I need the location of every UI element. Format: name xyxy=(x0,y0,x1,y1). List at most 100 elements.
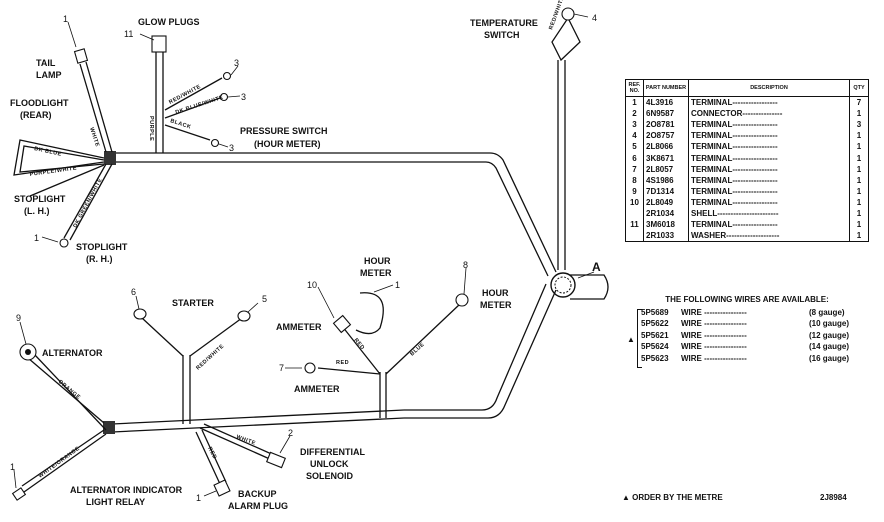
label-temperature-switch-1: TEMPERATURE xyxy=(470,18,538,28)
order-by-metre-marker: ▲ xyxy=(627,335,635,344)
wire-part-number: 5P5623 xyxy=(641,353,669,363)
description-cell: TERMINAL----------------- xyxy=(688,152,850,164)
ref-cell: 8 xyxy=(625,174,644,186)
label-view-a: A xyxy=(592,260,601,274)
part-number-cell: 3M6018 xyxy=(643,219,689,231)
wire-label-orange: ORANGE xyxy=(57,379,82,401)
qty-cell: 1 xyxy=(849,108,869,120)
description-cell: TERMINAL----------------- xyxy=(688,185,850,197)
label-hour-meter-b-2: METER xyxy=(480,300,512,310)
callout-1-backup: 1 xyxy=(196,493,201,503)
left-lamp-branches xyxy=(13,21,113,248)
glow-plug-branch xyxy=(139,33,241,153)
qty-cell: 1 xyxy=(849,230,869,243)
callout-9: 9 xyxy=(16,313,21,323)
description-cell: SHELL----------------------- xyxy=(688,207,850,220)
wire-bracket xyxy=(637,309,642,368)
callout-numbers: 1 11 3 3 3 4 1 6 5 10 1 8 9 7 2 1 1 xyxy=(10,13,597,503)
label-backup-alarm-2: ALARM PLUG xyxy=(228,501,288,511)
qty-cell: 1 xyxy=(849,163,869,175)
label-pressure-switch-2: (HOUR METER) xyxy=(254,139,321,149)
wire-gauge: (8 gauge) xyxy=(809,308,845,317)
label-differential-1: DIFFERENTIAL xyxy=(300,447,365,457)
label-glow-plugs: GLOW PLUGS xyxy=(138,17,200,27)
header-description: DESCRIPTION xyxy=(688,79,850,97)
part-number-cell: 4S1986 xyxy=(643,174,689,186)
component-labels: GLOW PLUGS TAIL LAMP FLOODLIGHT (REAR) S… xyxy=(10,17,601,511)
wire-label-purple: PURPLE xyxy=(148,116,154,141)
callout-6: 6 xyxy=(131,287,136,297)
label-alt-relay-1: ALTERNATOR INDICATOR xyxy=(70,485,183,495)
callout-8: 8 xyxy=(463,260,468,270)
callout-3a: 3 xyxy=(234,58,239,68)
label-stoplight-lh-1: STOPLIGHT xyxy=(14,194,66,204)
ref-cell: 11 xyxy=(625,219,644,231)
wire-label-black: BLACK xyxy=(169,118,192,130)
view-a-clamp xyxy=(550,271,609,300)
callout-7: 7 xyxy=(279,363,284,373)
wire-row: 5P5689 WIRE ---------------- (8 gauge) xyxy=(625,307,869,318)
description-cell: TERMINAL----------------- xyxy=(688,141,850,153)
callout-4: 4 xyxy=(592,13,597,23)
wires-heading: THE FOLLOWING WIRES ARE AVAILABLE: xyxy=(665,295,829,304)
part-number-cell: 2O8781 xyxy=(643,119,689,131)
alternator-branch xyxy=(11,321,107,501)
starter-branch xyxy=(133,295,259,424)
callout-1-relay: 1 xyxy=(10,462,15,472)
label-stoplight-lh-2: (L. H.) xyxy=(24,206,50,216)
available-wires: THE FOLLOWING WIRES ARE AVAILABLE: ▲ 5P5… xyxy=(625,295,869,368)
label-stoplight-rh-1: STOPLIGHT xyxy=(76,242,128,252)
qty-cell: 1 xyxy=(849,141,869,153)
qty-cell: 1 xyxy=(849,174,869,186)
part-number-cell: 2R1034 xyxy=(643,207,689,220)
label-backup-alarm-1: BACKUP xyxy=(238,489,277,499)
junction-band-lower xyxy=(103,421,115,434)
label-hour-meter-b-1: HOUR xyxy=(482,288,509,298)
wire-gauge: (16 gauge) xyxy=(809,353,850,363)
wire-part-number: 5P5622 xyxy=(641,319,669,329)
wire-description: WIRE ---------------- xyxy=(681,308,747,317)
callout-1-meter: 1 xyxy=(395,280,400,290)
part-number-cell: 7D1314 xyxy=(643,185,689,197)
part-number-cell: 2L8057 xyxy=(643,163,689,175)
ref-cell xyxy=(625,207,644,220)
callout-10: 10 xyxy=(307,280,317,290)
main-harness xyxy=(103,151,609,434)
qty-cell: 1 xyxy=(849,219,869,231)
backup-alarm-connector xyxy=(213,479,231,497)
wire-part-number: 5P5689 xyxy=(641,308,669,317)
parts-table-header: REF. NO. PART NUMBER DESCRIPTION QTY xyxy=(625,79,869,97)
drawing-number: 2J8984 xyxy=(820,493,847,502)
label-alt-relay-2: LIGHT RELAY xyxy=(86,497,145,507)
qty-cell: 1 xyxy=(849,185,869,197)
ref-cell: 9 xyxy=(625,185,644,197)
label-floodlight-2: (REAR) xyxy=(20,110,52,120)
description-cell: CONNECTOR--------------- xyxy=(688,108,850,120)
label-tail-lamp-1: TAIL xyxy=(36,58,56,68)
wire-label-red-white-starter: RED/WHITE xyxy=(195,343,225,371)
header-ref: REF. NO. xyxy=(625,79,644,97)
qty-cell: 1 xyxy=(849,207,869,220)
wire-label-white: WHITE xyxy=(88,127,100,148)
wire-label-dk-green-white: DK GREEN/WHITE xyxy=(72,177,103,229)
description-cell: TERMINAL----------------- xyxy=(688,163,850,175)
junction-band-upper xyxy=(104,151,116,165)
ref-cell: 10 xyxy=(625,196,644,208)
wire-label-dk-blue: DK BLUE xyxy=(34,146,63,158)
differential-connector xyxy=(265,451,287,469)
